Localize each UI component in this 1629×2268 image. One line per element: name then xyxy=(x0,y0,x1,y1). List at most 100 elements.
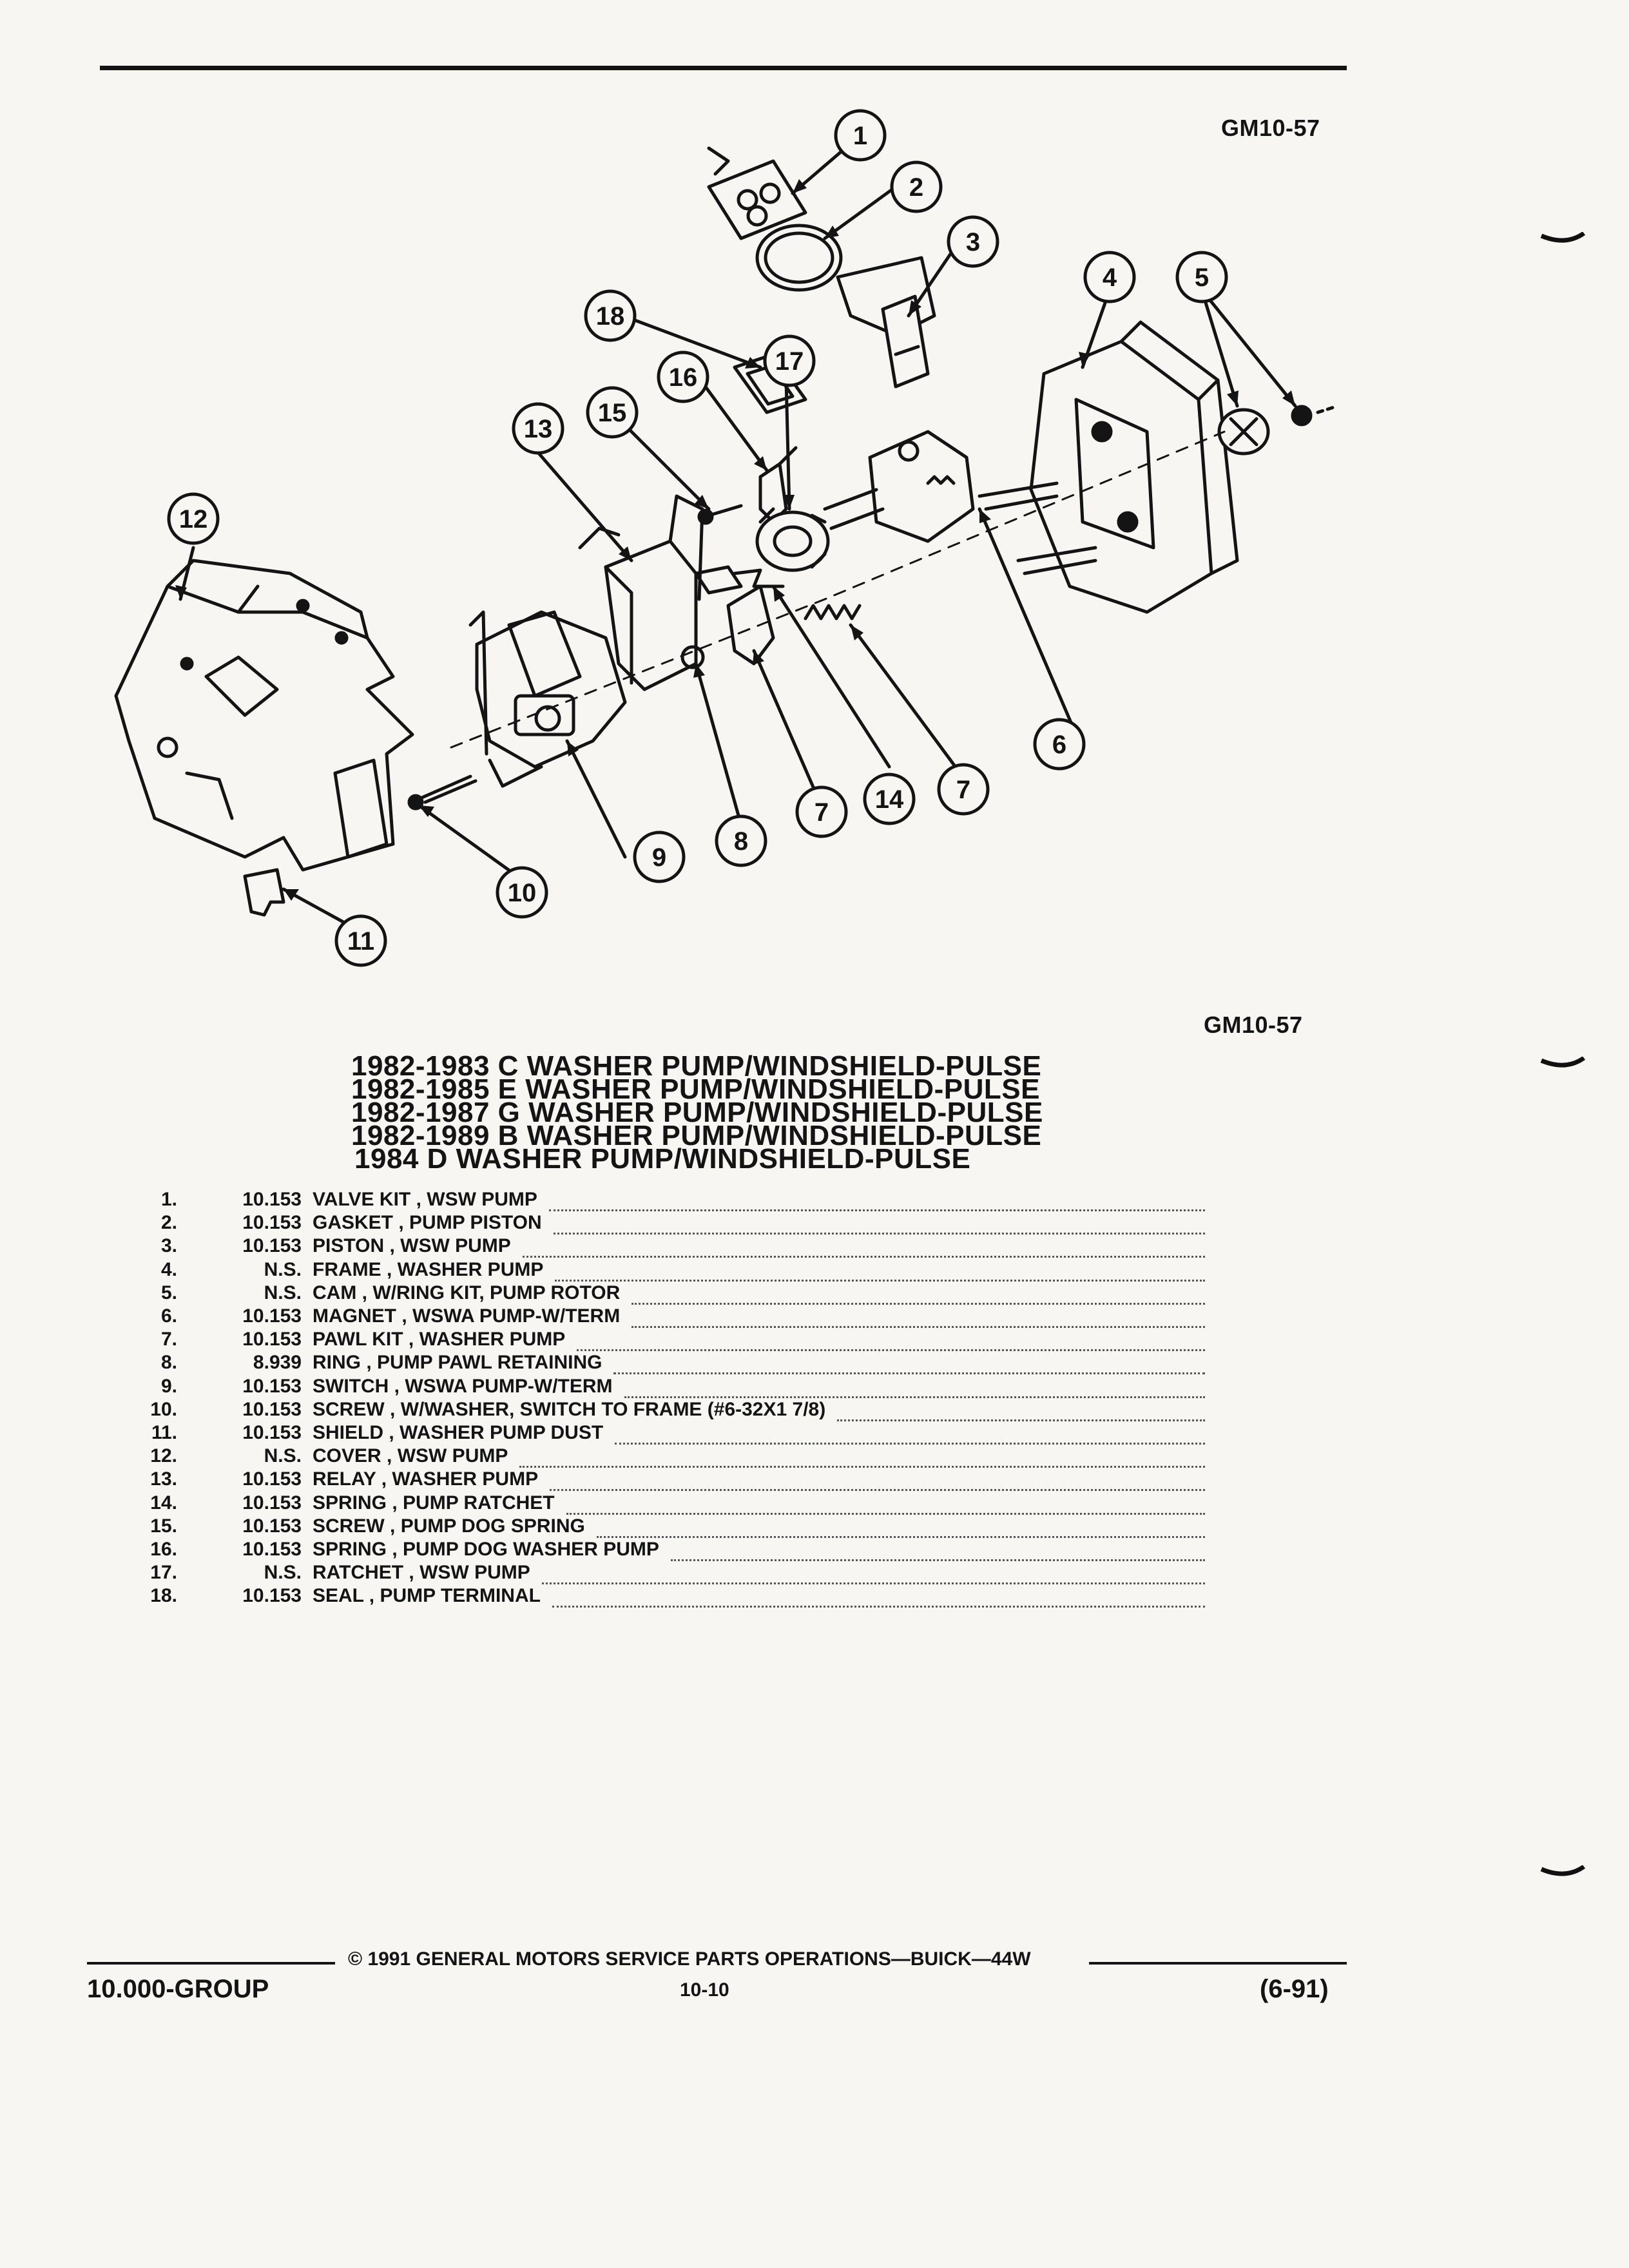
leader-dots xyxy=(552,1588,1205,1608)
part-description: RELAY , WASHER PUMP xyxy=(313,1468,538,1490)
part-description: SPRING , PUMP DOG WASHER PUMP xyxy=(313,1539,659,1561)
part-17-ratchet xyxy=(755,507,830,572)
leader-dots xyxy=(554,1215,1205,1235)
part-number: 4. xyxy=(160,1258,177,1280)
part-name: PISTON xyxy=(313,1235,385,1257)
margin-mark-3 xyxy=(1540,1865,1585,1876)
part-name: SCREW xyxy=(313,1515,385,1537)
part-separator: , xyxy=(393,1212,410,1234)
leader-dots xyxy=(542,1564,1205,1585)
footer-copyright: © 1991 GENERAL MOTORS SERVICE PARTS OPER… xyxy=(348,1948,1031,1970)
part-6-magnet xyxy=(823,430,975,543)
leader-dots xyxy=(566,1495,1205,1515)
callout-10: 10 xyxy=(508,879,537,907)
callout-15: 15 xyxy=(598,399,627,427)
leader-dots xyxy=(549,1191,1205,1211)
part-group-code: 10.153 xyxy=(242,1468,302,1490)
part-number: 15. xyxy=(150,1515,177,1537)
part-description: COVER , WSW PUMP xyxy=(313,1445,508,1467)
part-detail: WSWA PUMP-W/TERM xyxy=(412,1305,621,1327)
callout-6: 6 xyxy=(1052,731,1066,759)
part-description: PAWL KIT , WASHER PUMP xyxy=(313,1329,565,1350)
part-group-code: N.S. xyxy=(264,1282,302,1303)
part-name: RELAY xyxy=(313,1468,376,1490)
part-group-code: 10.153 xyxy=(242,1235,302,1257)
part-separator: , xyxy=(387,1492,403,1514)
part-name: PAWL KIT xyxy=(313,1329,403,1350)
part-description: VALVE KIT , WSW PUMP xyxy=(313,1189,537,1211)
leader-dots xyxy=(615,1425,1205,1445)
part-description: SCREW , W/WASHER, SWITCH TO FRAME (#6-32… xyxy=(313,1399,825,1421)
callout-12: 12 xyxy=(179,505,208,533)
part-number: 18. xyxy=(150,1585,177,1607)
callout-2: 2 xyxy=(909,173,923,202)
part-group-code: 10.153 xyxy=(242,1305,302,1327)
part-9-switch xyxy=(468,610,627,788)
part-description: MAGNET , WSWA PUMP-W/TERM xyxy=(313,1305,620,1327)
leader-dots xyxy=(597,1518,1205,1538)
part-description: SCREW , PUMP DOG SPRING xyxy=(313,1515,585,1537)
part-row: 5.N.S.CAM , W/RING KIT, PUMP ROTOR xyxy=(139,1282,1205,1305)
part-group-code: 10.153 xyxy=(242,1189,302,1210)
part-detail: WSW PUMP xyxy=(419,1562,530,1584)
part-name: SPRING xyxy=(313,1539,387,1560)
part-13-relay xyxy=(578,494,704,691)
part-2-gasket xyxy=(755,224,843,292)
part-separator: , xyxy=(384,1235,401,1257)
part-10-screw xyxy=(407,774,477,811)
part-separator: , xyxy=(387,1539,403,1560)
part-detail: WSW PUMP xyxy=(397,1445,508,1467)
part-separator: , xyxy=(383,1422,400,1443)
part-name: SCREW xyxy=(313,1398,385,1420)
part-detail: WSW PUMP xyxy=(400,1235,511,1257)
part-description: SPRING , PUMP RATCHET xyxy=(313,1492,555,1514)
part-name: CAM xyxy=(313,1282,357,1303)
part-group-code: 10.153 xyxy=(242,1375,302,1397)
part-separator: , xyxy=(403,1329,419,1350)
leader-dots xyxy=(577,1331,1205,1352)
part-group-code: 10.153 xyxy=(242,1515,302,1537)
part-description: PISTON , WSW PUMP xyxy=(313,1235,511,1257)
part-description: SWITCH , WSWA PUMP-W/TERM xyxy=(313,1376,613,1398)
part-detail: WASHER PUMP xyxy=(392,1468,539,1490)
margin-mark-1 xyxy=(1540,232,1585,243)
leader-dots xyxy=(671,1541,1205,1561)
part-separator: , xyxy=(356,1282,373,1303)
part-row: 12.N.S.COVER , WSW PUMP xyxy=(139,1445,1205,1468)
top-rule xyxy=(100,66,1347,70)
part-15-screw xyxy=(697,504,743,525)
part-number: 13. xyxy=(150,1468,177,1490)
part-detail: PUMP DOG WASHER PUMP xyxy=(403,1539,659,1560)
part-separator: , xyxy=(403,1562,420,1584)
part-14-spring xyxy=(733,568,785,588)
part-detail: PUMP RATCHET xyxy=(403,1492,555,1514)
assembly-centerline xyxy=(450,430,1226,749)
part-detail: WSW PUMP xyxy=(427,1189,537,1210)
part-name: FRAME xyxy=(313,1258,381,1280)
part-group-code: 10.153 xyxy=(242,1492,302,1514)
title-line-5: 1984 D WASHER PUMP/WINDSHIELD-PULSE xyxy=(354,1143,971,1175)
margin-mark-2 xyxy=(1540,1057,1585,1068)
leader-dots xyxy=(837,1401,1205,1421)
part-name: VALVE KIT xyxy=(313,1189,411,1210)
part-group-code: N.S. xyxy=(264,1258,302,1280)
part-detail: W/RING KIT, PUMP ROTOR xyxy=(372,1282,621,1303)
part-number: 1. xyxy=(160,1189,177,1210)
part-separator: , xyxy=(396,1305,413,1327)
callout-13: 13 xyxy=(524,415,553,443)
part-number: 10. xyxy=(150,1398,177,1420)
leader-dots xyxy=(523,1238,1205,1258)
part-number: 2. xyxy=(160,1212,177,1234)
callout-11: 11 xyxy=(347,927,374,956)
footer-rule-right xyxy=(1089,1962,1347,1965)
part-name: GASKET xyxy=(313,1212,394,1234)
part-separator: , xyxy=(384,1515,401,1537)
part-number: 6. xyxy=(160,1305,177,1327)
part-row: 15. 10.153 SCREW , PUMP DOG SPRING xyxy=(139,1515,1205,1539)
